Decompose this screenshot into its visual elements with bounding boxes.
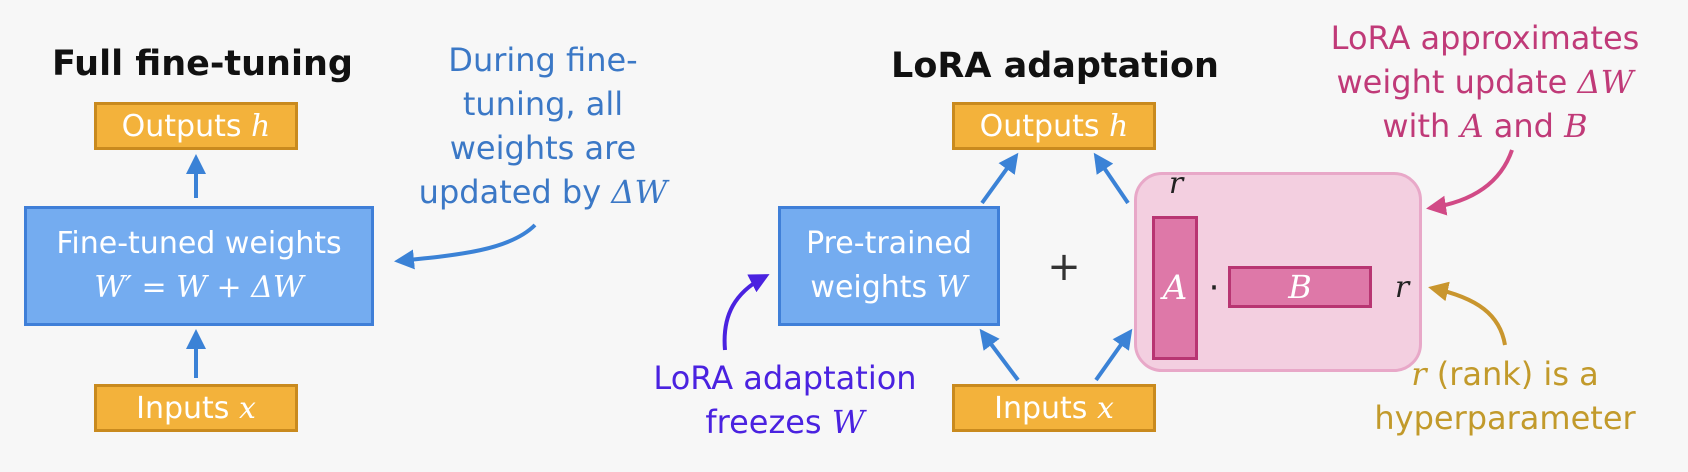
arrow-rank-note [1428,281,1507,346]
full-weights-equation: W′ = W + ΔW [94,270,304,305]
full-weights-line1: Fine-tuned weights [56,226,342,261]
matrix-a: A [1152,216,1198,360]
lora-outputs-var: h [1109,108,1129,144]
full-note-line-1: During fine- [448,41,638,79]
full-outputs-box: Outputs h [94,102,298,150]
freeze-note-var: W [831,403,865,441]
matrix-b-label: B [1288,268,1312,306]
approx-note-line3-b: B [1564,107,1588,145]
full-inputs-var: x [238,390,256,426]
matrix-b: B [1228,266,1372,308]
full-finetuning-title: Full fine-tuning [52,44,353,84]
matrix-a-label: A [1162,268,1188,308]
lora-approx-note: LoRA approximates weight update ΔW with … [1310,16,1660,148]
approx-note-line2: weight update [1336,63,1568,101]
arrow-lora-inputs-to-weights [979,328,1020,382]
full-weights-box: Fine-tuned weights W′ = W + ΔW [24,206,374,326]
full-note-line-3: weights are [449,129,637,167]
lora-weights-line2: weights [810,270,928,305]
approx-note-line2-var: ΔW [1577,63,1634,101]
arrow-lora-weights-to-outputs [980,152,1019,205]
plus-sign: + [1047,244,1081,290]
full-outputs-var: h [251,108,271,144]
lora-title: LoRA adaptation [891,46,1219,86]
full-outputs-label: Outputs [121,108,242,144]
lora-inputs-var: x [1096,390,1114,426]
lora-pretrained-weights-box: Pre-trained weights W [778,206,1000,326]
lora-freeze-note: LoRA adaptation freezes W [640,356,930,444]
full-inputs-label: Inputs [136,390,230,426]
rank-hyperparameter-note: r (rank) is a hyperparameter [1350,352,1660,440]
lora-weights-var: W [936,270,968,305]
rank-label-top: r [1168,166,1184,201]
full-note-var: ΔW [611,173,668,211]
freeze-note-line1: LoRA adaptation [653,359,917,397]
rank-label-right: r [1394,270,1410,305]
arrow-lora-inputs-to-panel [1094,328,1133,382]
full-update-note: During fine- tuning, all weights are upd… [398,38,688,214]
approx-note-line1: LoRA approximates [1330,19,1640,57]
lora-outputs-box: Outputs h [952,102,1156,150]
approx-note-line3-pre: with [1382,107,1451,145]
freeze-note-line2: freezes [705,403,822,441]
rank-note-var: r [1411,355,1427,393]
lora-inputs-box: Inputs x [952,384,1156,432]
full-note-line-4: updated by [418,173,602,211]
approx-note-line3-a: A [1460,107,1484,145]
lora-weights-line1: Pre-trained [806,226,972,261]
rank-note-line2: hyperparameter [1374,399,1636,437]
lora-inputs-label: Inputs [994,390,1088,426]
multiply-dot: · [1208,268,1220,308]
full-inputs-box: Inputs x [94,384,298,432]
rank-note-line1: (rank) is a [1436,355,1599,393]
arrow-full-note-to-weights [394,223,537,270]
full-note-line-2: tuning, all [462,85,624,123]
approx-note-line3-mid: and [1493,107,1554,145]
arrow-approx-note [1426,149,1514,216]
arrow-lora-panel-to-outputs [1093,152,1130,205]
arrow-freeze-note [722,274,770,351]
lora-outputs-label: Outputs [979,108,1100,144]
